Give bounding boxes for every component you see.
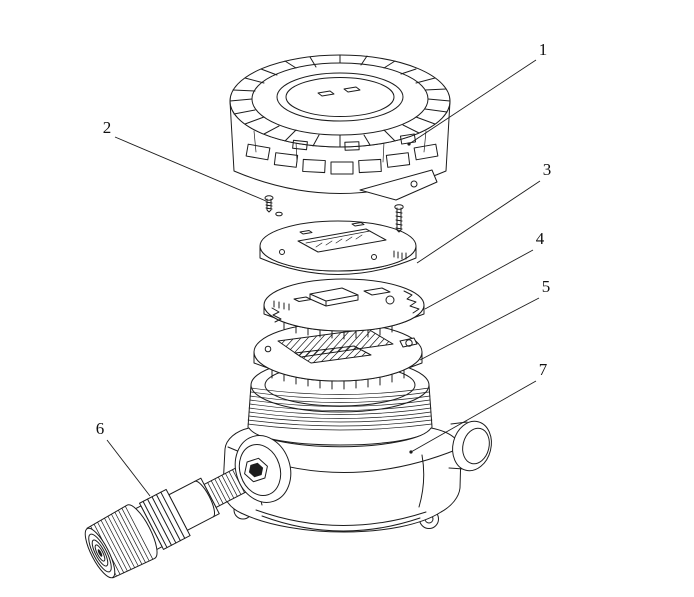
- right-port-inner: [462, 427, 490, 465]
- callout-4: 4: [424, 229, 545, 310]
- pcb-component-small: [363, 287, 391, 296]
- housing-left-port: [234, 435, 292, 503]
- gland-face-hole: [97, 549, 103, 557]
- cover-castellation-ticks: [229, 54, 451, 148]
- cover-slot: [413, 143, 439, 161]
- cover-window-inner: [285, 77, 395, 117]
- callout-7-leader: [410, 380, 537, 453]
- gland-cylinder-arc: [194, 480, 216, 518]
- callout-1-leader: [408, 59, 537, 145]
- terminal-board-hatch: [277, 328, 394, 364]
- lcd-screen: [297, 228, 387, 253]
- callout-2-leader: [114, 136, 267, 202]
- cover-window-outer: [276, 72, 404, 122]
- callout-6-label: 6: [96, 419, 105, 438]
- gland-face-ring-1: [88, 533, 112, 573]
- terminal-clamp: [399, 337, 418, 348]
- terminal-screw-left: [264, 345, 272, 353]
- cover-slot: [385, 152, 411, 168]
- callout-5-leader: [419, 297, 540, 361]
- right-port-outer: [452, 420, 492, 472]
- callout-4-leader: [424, 249, 534, 310]
- display-buttons: [299, 222, 365, 235]
- lcd-segments: [305, 230, 371, 248]
- part-terminal-board: [253, 322, 423, 390]
- circuit-board-edge-teeth: [283, 320, 393, 340]
- callout-7: 7: [409, 360, 548, 454]
- display-screw-hole-left: [279, 249, 285, 255]
- callout-3-label: 3: [543, 160, 552, 179]
- circuit-board-face: [263, 278, 425, 332]
- screw-right-shaft: [395, 207, 403, 233]
- callout-2-label: 2: [103, 118, 112, 137]
- callout-3-leader: [416, 180, 541, 264]
- left-port-hex-core: [248, 462, 264, 478]
- callout-6: 6: [96, 419, 151, 497]
- callout-1: 1: [407, 40, 547, 146]
- housing-base-arcs: [255, 509, 427, 532]
- cover-slot: [358, 158, 382, 174]
- callouts: 1 2 3 4 5 6 7: [96, 40, 552, 497]
- pcb-teeth-right: [403, 290, 420, 314]
- pcb-teeth-left: [271, 307, 282, 323]
- pcb-chip: [293, 296, 312, 302]
- neck-threads: [247, 387, 433, 431]
- screw-washer: [275, 211, 283, 217]
- gland-ribs: [142, 491, 186, 549]
- left-port-hex: [244, 457, 268, 483]
- screw-left: [264, 195, 274, 213]
- terminal-board-edge-teeth: [271, 368, 405, 390]
- screw-right-head: [394, 204, 404, 210]
- callout-1-dot: [407, 142, 411, 146]
- part-screws: [264, 195, 404, 233]
- callout-3: 3: [416, 160, 552, 264]
- part-cable-gland: [84, 461, 260, 579]
- cover-slot: [273, 152, 299, 168]
- callout-5-label: 5: [542, 277, 551, 296]
- cover-slot: [245, 143, 271, 161]
- display-screw-hole-right: [371, 254, 377, 260]
- cover-latch-hole: [410, 180, 418, 188]
- cover-slot-small: [292, 139, 308, 151]
- callout-5: 5: [419, 277, 551, 361]
- cover-slot: [302, 158, 326, 174]
- pcb-connector-pins: [273, 300, 290, 311]
- pcb-round-component: [385, 295, 395, 305]
- screw-left-head: [264, 195, 274, 201]
- part-top-cover: [229, 54, 451, 201]
- hatch-lines-b: [295, 346, 371, 363]
- cover-slots: [245, 133, 439, 175]
- gland-face-ring-2: [91, 539, 109, 567]
- callout-6-leader: [106, 439, 151, 497]
- cover-slot: [330, 161, 354, 175]
- housing-right-port: [448, 420, 492, 472]
- part-circuit-board: [263, 278, 425, 340]
- cover-skirt-seams: [253, 130, 427, 163]
- screw-left-shaft: [265, 198, 273, 213]
- cover-slot-small: [344, 141, 360, 151]
- callout-7-label: 7: [539, 360, 548, 379]
- part-display-module: [259, 220, 417, 275]
- callout-1-label: 1: [539, 40, 548, 59]
- callout-4-label: 4: [536, 229, 545, 248]
- display-connector-pins: [393, 250, 407, 260]
- callout-2: 2: [103, 118, 267, 202]
- cover-window-marks: [317, 86, 361, 97]
- pcb-component-large-sides: [309, 293, 359, 307]
- screw-right: [394, 204, 404, 233]
- terminal-clamp-screw: [405, 339, 413, 347]
- callout-7-dot: [409, 450, 413, 454]
- hatch-lines-a: [278, 329, 393, 357]
- cover-latch-tab: [359, 169, 438, 201]
- gland-face-ring-3: [94, 544, 106, 562]
